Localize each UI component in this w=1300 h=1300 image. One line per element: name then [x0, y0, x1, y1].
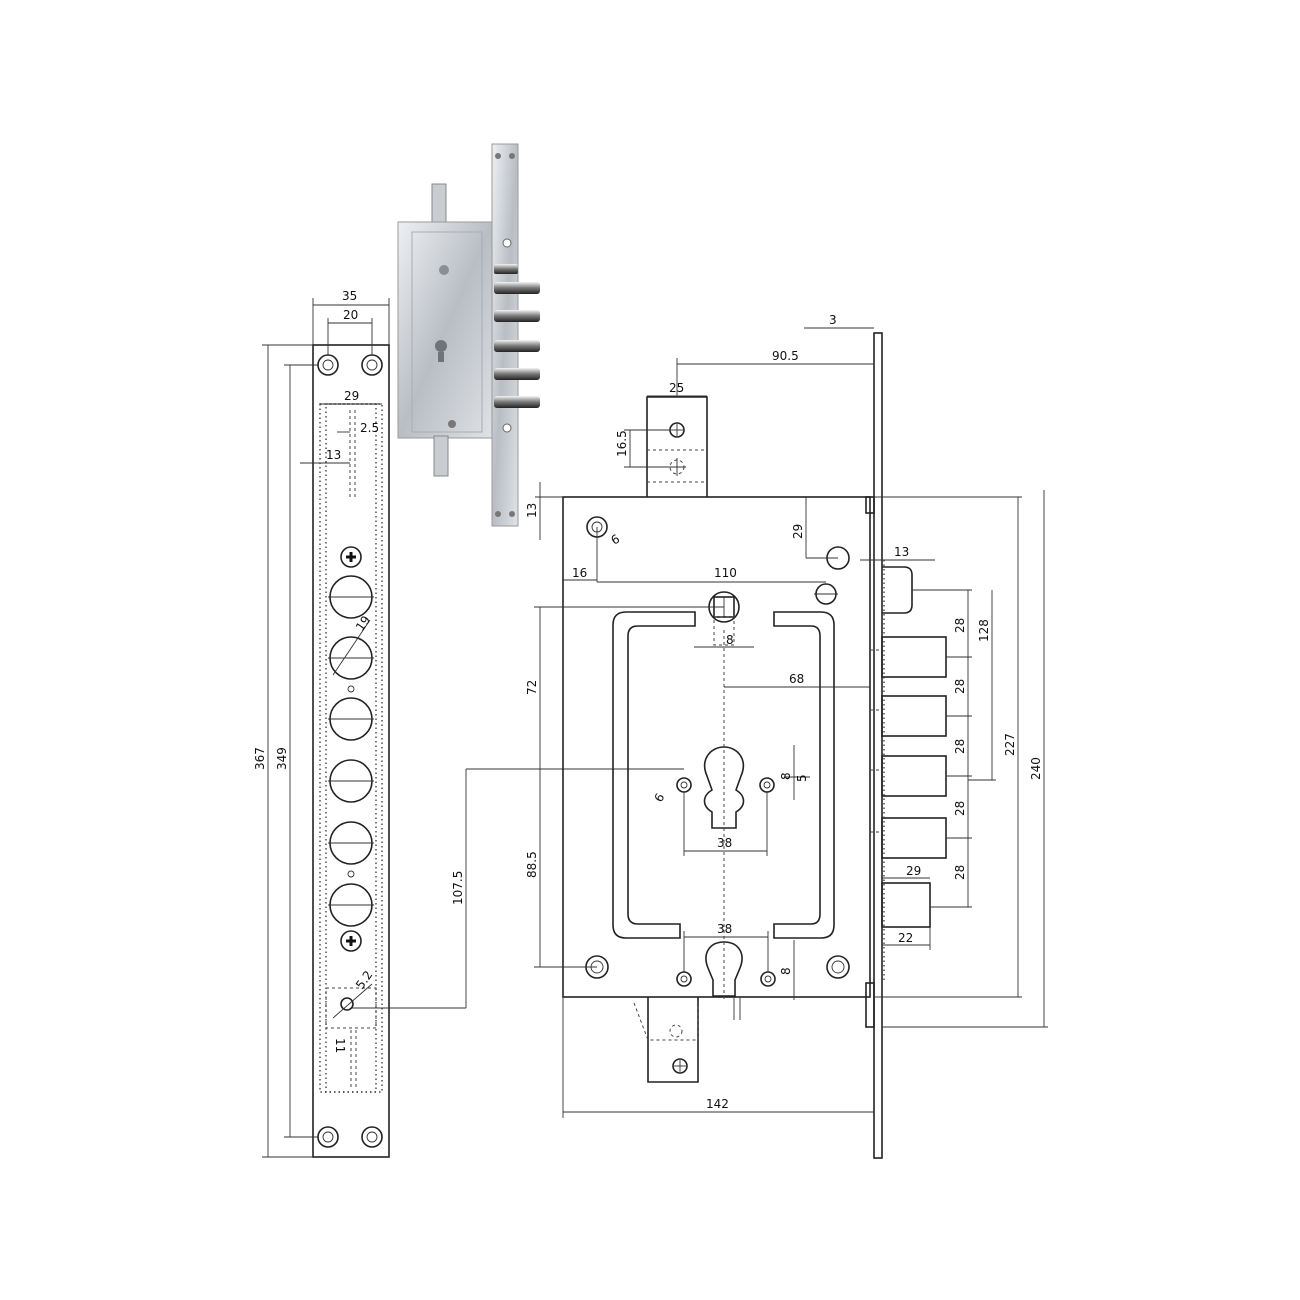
dim-29-deadbolt: 29 [906, 864, 921, 878]
strip-bolt-holes [328, 575, 374, 927]
dim-28-b: 28 [953, 679, 967, 694]
dim-16: 16 [572, 566, 587, 580]
strip-dimensions [262, 298, 390, 1158]
dim-128: 128 [977, 619, 991, 642]
strip-phillips-screw-top [340, 546, 362, 568]
dim-6-screw: 6 [651, 791, 667, 805]
dim-5-cyl: 5 [795, 774, 809, 782]
faceplate-strip [312, 344, 390, 1158]
strip-screw-hole-top-left [317, 354, 339, 376]
dim-8-spindle: 8 [726, 633, 734, 647]
dim-38-bottom: 38 [717, 922, 732, 936]
dim-28-e: 28 [953, 865, 967, 880]
dim-38-top: 38 [717, 836, 732, 850]
lock-body [562, 332, 947, 1159]
dim-29-strip: 29 [344, 389, 359, 403]
dim-90-5: 90.5 [772, 349, 799, 363]
dim-13-lug: 13 [525, 503, 539, 518]
dim-68: 68 [789, 672, 804, 686]
dim-240: 240 [1029, 757, 1043, 780]
dim-25: 25 [669, 381, 684, 395]
strip-screw-hole-top-right [361, 354, 383, 376]
dim-72: 72 [525, 680, 539, 695]
lock-dimensions [534, 327, 1048, 1118]
strip-screw-hole-bottom-left [317, 1126, 339, 1148]
strip-phillips-screw-bottom [340, 930, 362, 952]
dim-29-top: 29 [791, 524, 805, 539]
dim-8-bottom: 8 [779, 967, 793, 975]
dim-22: 22 [898, 931, 913, 945]
dim-16-5: 16.5 [615, 430, 629, 457]
dim-6-top: 6 [609, 532, 623, 548]
dim-28-d: 28 [953, 801, 967, 816]
dim-349: 349 [275, 747, 289, 770]
dim-367: 367 [253, 747, 267, 770]
dim-2-5: 2.5 [360, 421, 379, 435]
dim-107-5: 107.5 [451, 871, 465, 905]
dim-3: 3 [829, 313, 837, 327]
strip-to-lock-dimension: 107.5 [352, 768, 684, 1009]
strip-screw-hole-bottom-right [361, 1126, 383, 1148]
dim-13-strip: 13 [326, 448, 341, 462]
dim-8-cyl: 8 [779, 772, 793, 780]
dim-142: 142 [706, 1097, 729, 1111]
dim-11: 11 [333, 1038, 347, 1053]
dim-20: 20 [343, 308, 358, 322]
dim-110: 110 [714, 566, 737, 580]
mortise-lock-photo-icon [397, 143, 540, 527]
dim-88-5: 88.5 [525, 851, 539, 878]
dim-28-a: 28 [953, 618, 967, 633]
dim-19: 19 [353, 613, 373, 634]
dim-227: 227 [1003, 733, 1017, 756]
dim-28-c: 28 [953, 739, 967, 754]
dim-35: 35 [342, 289, 357, 303]
dim-13-face: 13 [894, 545, 909, 559]
